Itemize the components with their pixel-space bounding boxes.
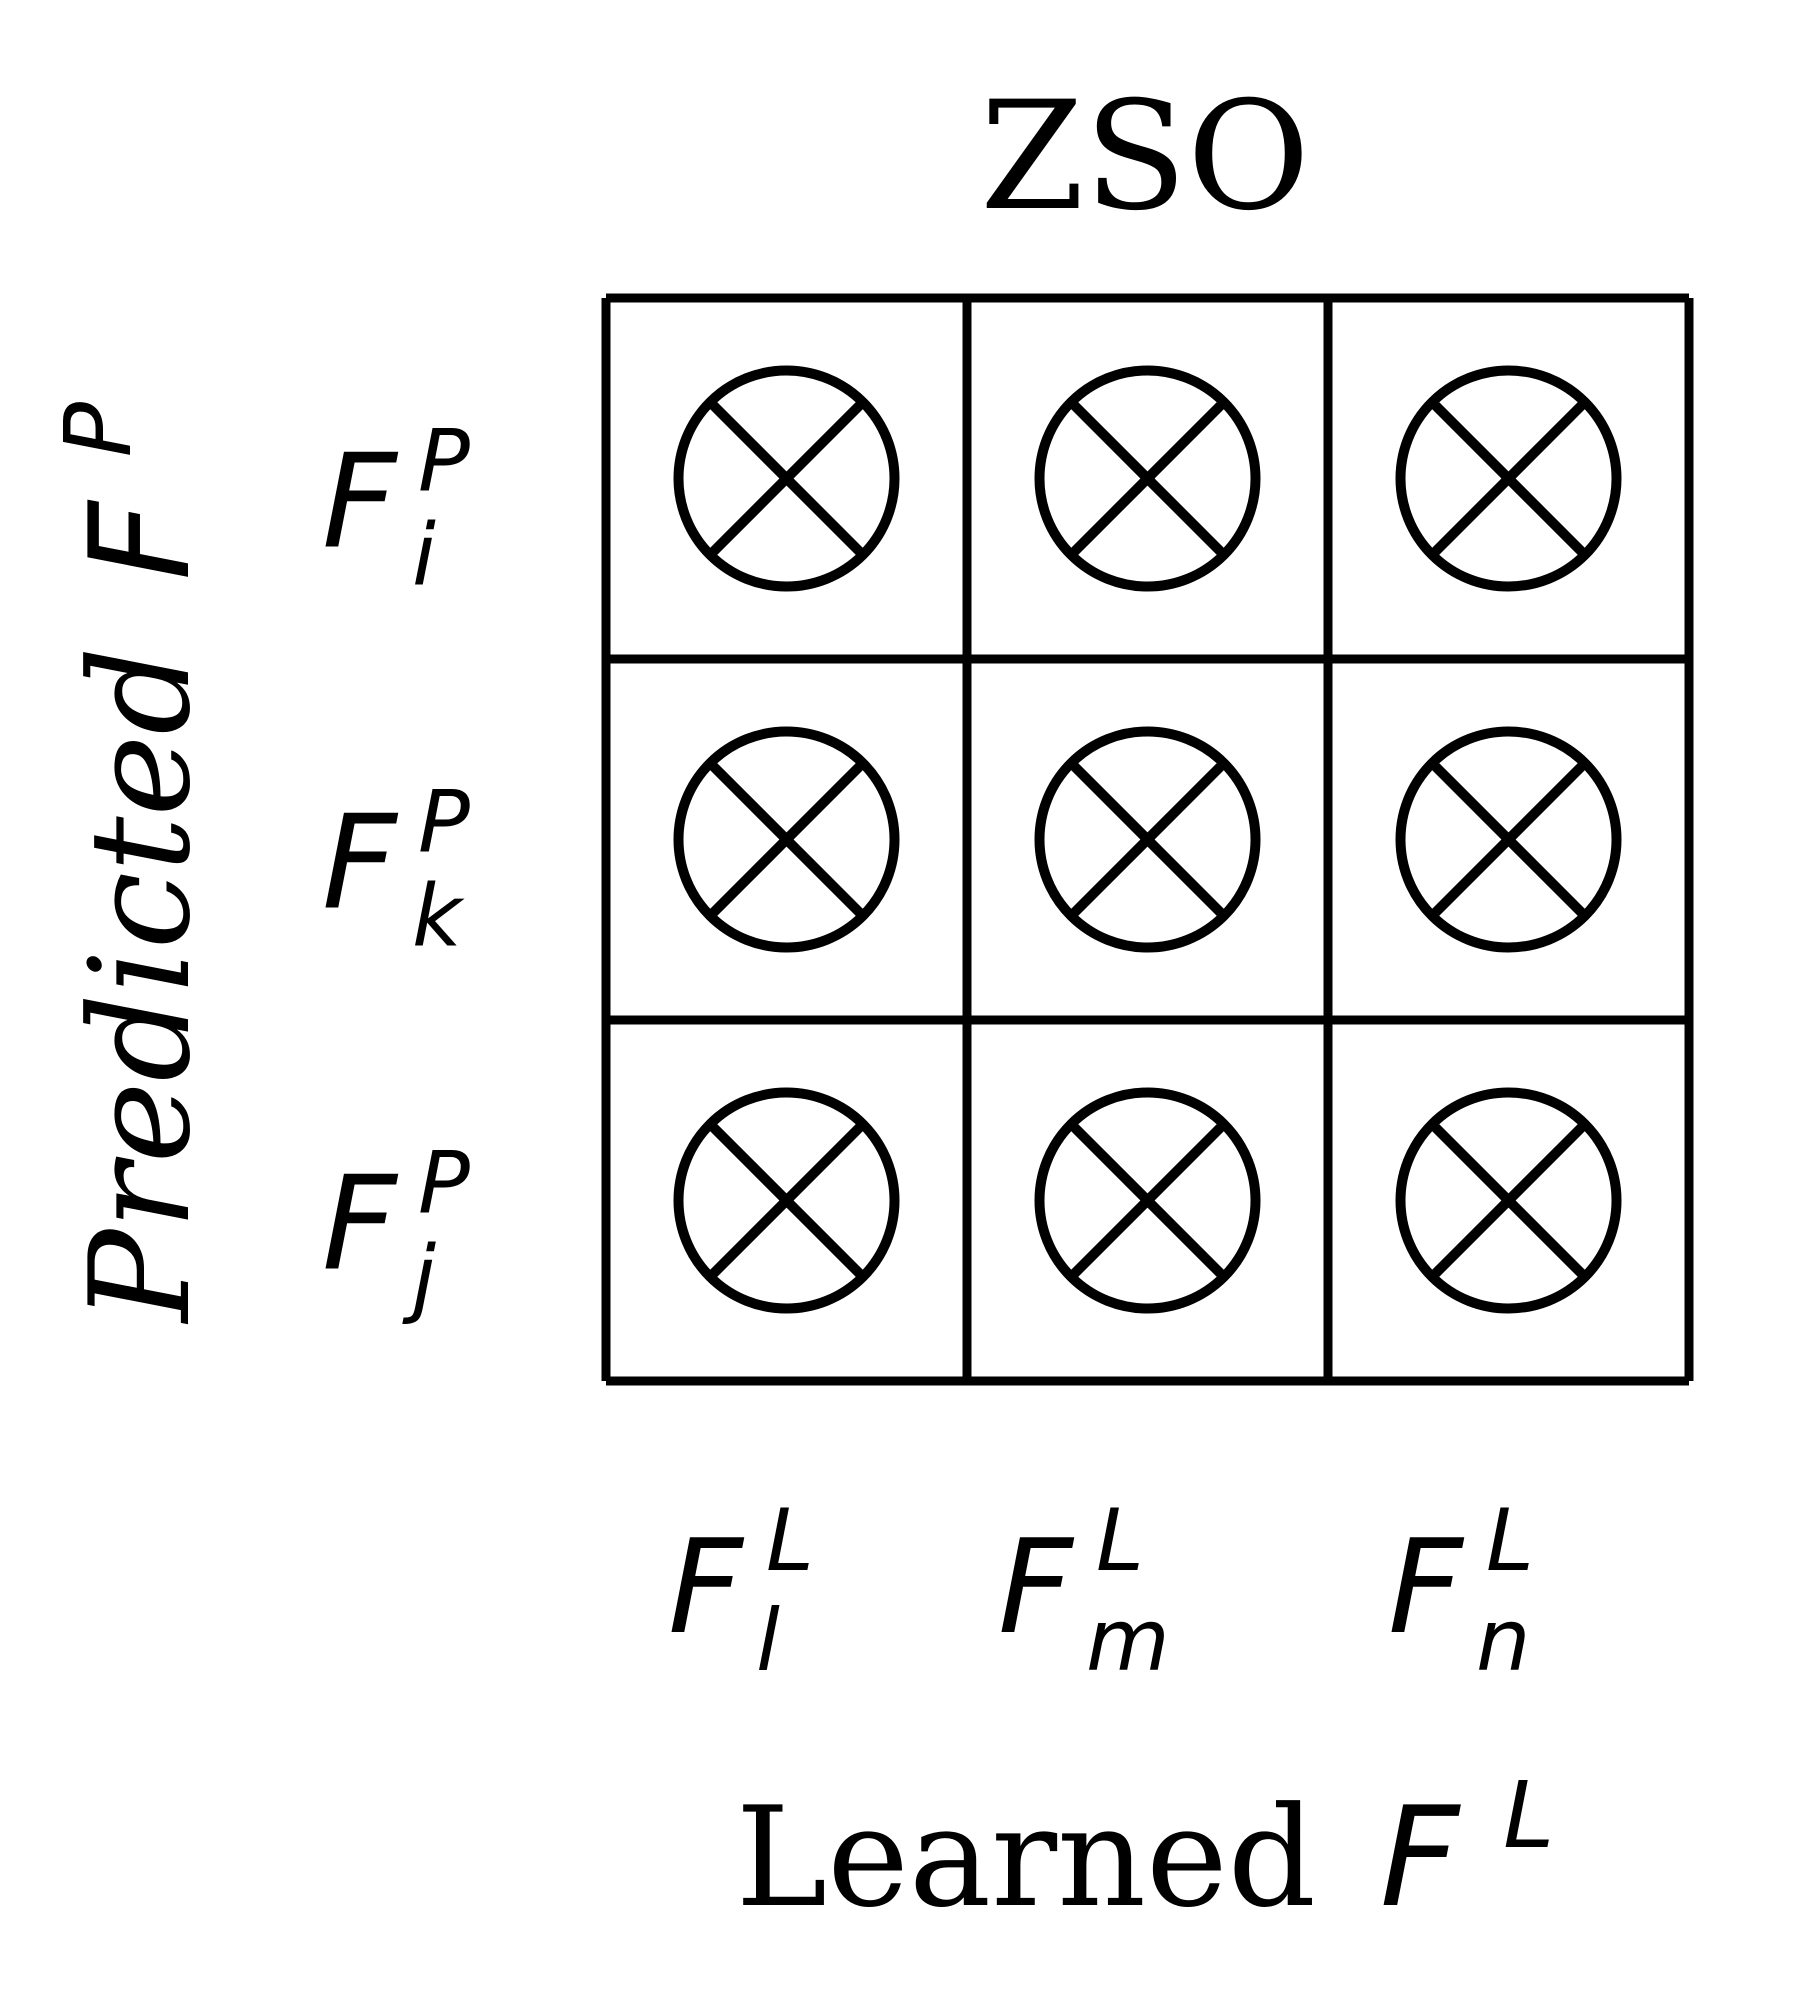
tick-symbol-sup: P — [418, 773, 470, 873]
circle-cross-icon — [1034, 726, 1261, 953]
grid-cell — [1395, 365, 1622, 592]
tick-symbol-base: F — [322, 787, 399, 939]
tick-symbol-sub: m — [1086, 1591, 1170, 1691]
circle-cross-icon — [1034, 1087, 1261, 1314]
correspondence-grid — [601, 293, 1694, 1386]
grid-cell — [1034, 726, 1261, 953]
tick-symbol-sub: i — [412, 506, 436, 606]
cross-stroke — [1428, 1120, 1589, 1281]
tick-symbol-sub: k — [412, 867, 465, 967]
circle-cross-icon — [1395, 1087, 1622, 1314]
cross-stroke — [706, 759, 867, 920]
grid-cell — [673, 1087, 900, 1314]
tick-symbol-sup: L — [1096, 1491, 1144, 1591]
circle-cross-icon — [1395, 365, 1622, 592]
tick-symbol-sub: j — [402, 1228, 436, 1328]
tick-symbol-sup: P — [418, 412, 470, 512]
svg-text:Predicted F P: Predicted F P — [45, 401, 221, 1325]
cross-stroke — [1428, 759, 1589, 920]
tick-symbol-sub: n — [1476, 1591, 1531, 1691]
tick-symbol-sup: P — [418, 1134, 470, 1234]
x-axis-symbol-sup: L — [1503, 1762, 1554, 1869]
grid-cell — [673, 726, 900, 953]
tick-symbol-base: F — [322, 1148, 399, 1300]
x-axis-label-text: Learned — [736, 1777, 1316, 1938]
tick-symbol-sup: L — [1486, 1491, 1534, 1591]
cross-stroke — [1428, 398, 1589, 559]
grid-cell — [673, 365, 900, 592]
circle-cross-icon — [673, 365, 900, 592]
y-axis-label: Predicted F P — [45, 401, 221, 1325]
x-axis-symbol-base: F — [1380, 1777, 1461, 1938]
tick-symbol-base: F — [668, 1511, 745, 1663]
circle-cross-icon — [1034, 365, 1261, 592]
grid-cell — [1395, 726, 1622, 953]
cross-stroke — [1067, 759, 1228, 920]
grid-cell — [1034, 365, 1261, 592]
tick-symbol-base: F — [322, 426, 399, 578]
cross-stroke — [1067, 1120, 1228, 1281]
grid-cell — [1395, 1087, 1622, 1314]
y-axis-label-text: Predicted — [60, 646, 221, 1325]
diagram-title: ZSO — [980, 70, 1310, 244]
circle-cross-icon — [673, 1087, 900, 1314]
cross-stroke — [1067, 398, 1228, 559]
tick-symbol-base: F — [998, 1511, 1075, 1663]
circle-cross-icon — [1395, 726, 1622, 953]
y-axis-symbol-base: F — [60, 500, 221, 581]
circle-cross-icon — [673, 726, 900, 953]
tick-symbol-sub: l — [756, 1591, 780, 1691]
y-axis-symbol-sup: P — [45, 401, 152, 457]
cross-stroke — [706, 398, 867, 559]
x-axis-label: Learned F L — [736, 1762, 1555, 1938]
tick-symbol-base: F — [1388, 1511, 1465, 1663]
tick-symbol-sup: L — [766, 1491, 814, 1591]
grid-cell — [1034, 1087, 1261, 1314]
cross-stroke — [706, 1120, 867, 1281]
